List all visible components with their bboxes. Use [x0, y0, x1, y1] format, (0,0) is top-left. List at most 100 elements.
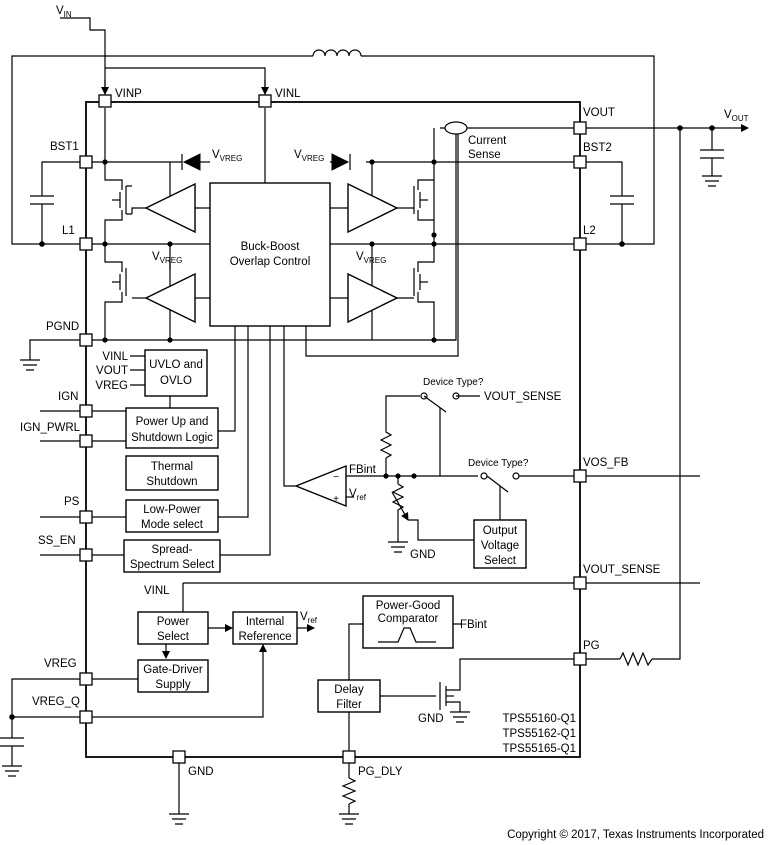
vvreg-label-1: VVREG [212, 149, 242, 163]
pin-l1 [79, 237, 93, 251]
spread-label-1: Spread- [152, 544, 193, 556]
pin-vreg-q [79, 710, 93, 724]
pin-label-bst1: BST1 [50, 141, 79, 153]
outvolt-label-2: Voltage [481, 540, 519, 552]
vin-label: VIN [56, 5, 72, 19]
vref-out-label: Vref [300, 611, 318, 625]
part-number-2: TPS55162-Q1 [502, 728, 576, 740]
pin-bst1 [79, 155, 93, 169]
low-power-label-1: Low-Power [143, 504, 201, 516]
pin-label-pg: PG [583, 640, 600, 652]
pins [79, 94, 587, 764]
intref-label-2: Reference [238, 631, 291, 643]
pin-vinp [98, 94, 112, 108]
pg-pullup-resistor [619, 651, 653, 667]
gnd-pg-label: GND [418, 713, 444, 725]
gate-driver-block [137, 659, 209, 693]
delay-label-2: Filter [336, 699, 362, 711]
copyright: Copyright © 2017, Texas Instruments Inco… [507, 829, 764, 841]
spread-label-2: Spectrum Select [130, 559, 215, 571]
pin-vout-sense [573, 576, 587, 590]
low-power-label-2: Mode select [141, 519, 204, 531]
uvlo-label-2: OVLO [160, 375, 192, 387]
outvolt-label-3: Select [484, 555, 517, 567]
power-select-label-1: Power [157, 616, 190, 628]
buck-boost-label-2: Overlap Control [230, 256, 311, 268]
pin-gnd [172, 750, 186, 764]
pin-pg [573, 652, 587, 666]
vinl-power-label: VINL [144, 585, 170, 597]
pin-label-vout-sense: VOUT_SENSE [583, 564, 661, 576]
power-up-block [125, 407, 219, 449]
external-wiring [0, 17, 749, 825]
pin-labels: VINP VINL VOUT BST1 BST2 L1 L2 PGND IGN … [20, 88, 661, 778]
pin-label-ps: PS [64, 496, 80, 508]
pin-vinl [258, 94, 272, 108]
pin-pgnd [79, 333, 93, 347]
pin-label-vreg: VREG [44, 658, 77, 670]
internal-reference-block [232, 611, 298, 645]
current-sense-label-2: Sense [468, 149, 501, 161]
part-number-3: TPS55165-Q1 [502, 743, 576, 755]
buck-boost-block [209, 182, 331, 327]
vvreg-label-4: VVREG [356, 251, 386, 265]
switch-vout-sense-label: VOUT_SENSE [484, 391, 562, 403]
part-number-1: TPS55160-Q1 [502, 713, 576, 725]
device-type-2: Device Type? [468, 458, 529, 469]
pin-ign [79, 404, 93, 418]
ic-outline [85, 101, 581, 758]
pin-ss-en [79, 548, 93, 562]
pin-vreg [79, 672, 93, 686]
diode-bst2 [331, 153, 350, 171]
thermal-label-1: Thermal [151, 461, 193, 473]
low-power-block [125, 499, 219, 533]
pin-label-ss-en: SS_EN [38, 535, 76, 547]
gate-driver-label-2: Supply [155, 679, 190, 691]
pin-label-pg-dly: PG_DLY [358, 766, 403, 778]
power-up-label-1: Power Up and [136, 416, 209, 428]
delay-label-1: Delay [334, 684, 364, 696]
spread-spectrum-block [123, 539, 221, 573]
power-up-label-2: Shutdown Logic [131, 432, 213, 444]
amp-plus: + [333, 494, 339, 505]
pin-label-pgnd: PGND [46, 321, 79, 333]
inductor-symbol [312, 49, 362, 57]
thermal-block [125, 455, 219, 491]
fbint-pg-label: FBint [460, 619, 488, 631]
pgcomp-label-2: Comparator [378, 613, 439, 625]
pin-label-vout: VOUT [583, 107, 615, 119]
device-type-1: Device Type? [423, 377, 484, 388]
output-voltage-block [473, 519, 527, 569]
thermal-label-2: Shutdown [146, 476, 197, 488]
power-stage [92, 108, 580, 357]
uvlo-input-vout: VOUT [96, 365, 128, 377]
pin-label-vinp: VINP [115, 88, 142, 100]
pin-ps [79, 510, 93, 524]
pin-label-vreg-q: VREG_Q [32, 696, 80, 708]
vvreg-label-2: VVREG [294, 149, 324, 163]
pgcomp-label-1: Power-Good [376, 600, 441, 612]
pin-label-vinl: VINL [275, 88, 301, 100]
pin-ign-pwrl [79, 434, 93, 448]
error-amplifier [294, 464, 347, 508]
power-select-label-2: Select [157, 631, 190, 643]
current-sense-coil [444, 121, 468, 135]
gnd-fb-label: GND [410, 549, 436, 561]
pin-label-bst2: BST2 [583, 142, 612, 154]
pin-vout [573, 121, 587, 135]
pin-label-l2: L2 [583, 225, 596, 237]
pin-label-gnd: GND [188, 766, 214, 778]
uvlo-block [144, 349, 208, 397]
pin-label-vos-fb: VOS_FB [583, 457, 629, 469]
junction-dots [102, 159, 437, 343]
uvlo-input-vinl: VINL [102, 351, 128, 363]
vout-label: VOUT [724, 109, 749, 123]
pin-label-ign: IGN [58, 391, 78, 403]
pin-l2 [573, 237, 587, 251]
diode-bst1 [182, 153, 201, 171]
pin-pg-dly [342, 750, 356, 764]
amp-minus: − [333, 472, 339, 483]
current-sense-label-1: Current [468, 135, 507, 147]
vref-label: Vref [349, 488, 367, 502]
